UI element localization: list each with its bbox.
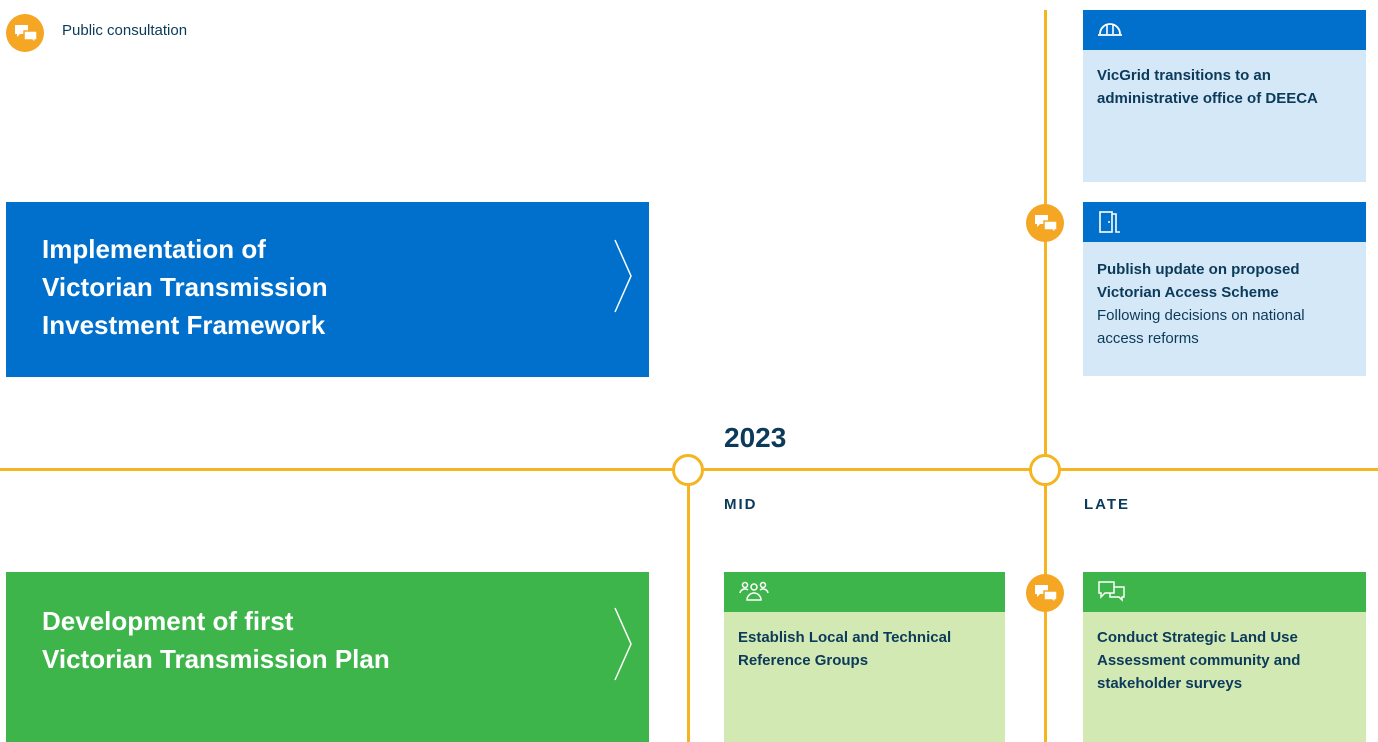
period-mid-label: MID: [724, 496, 758, 513]
consultation-marker-icon: [1026, 204, 1064, 242]
card-vicgrid-body: VicGrid transitions to an administrative…: [1083, 50, 1366, 182]
timeline-mid-line: [687, 468, 690, 742]
card-land-use-text: Conduct Strategic Land Use Assessment co…: [1097, 629, 1301, 692]
public-consultation-icon: [6, 14, 44, 52]
stream-title-plan: Development of first Victorian Transmiss…: [42, 606, 390, 674]
chevron-right-icon: [614, 239, 632, 313]
timeline-late-line: [1044, 10, 1047, 742]
card-land-use-header: [1083, 572, 1366, 612]
stream-banner-plan[interactable]: Development of first Victorian Transmiss…: [6, 572, 649, 742]
card-land-use-body: Conduct Strategic Land Use Assessment co…: [1083, 612, 1366, 742]
stream-banner-framework[interactable]: Implementation of Victorian Transmission…: [6, 202, 649, 377]
timeline-year: 2023: [724, 422, 787, 453]
door-icon: [1099, 211, 1120, 233]
legend-label: Public consultation: [62, 22, 188, 39]
card-reference-groups-header: [724, 572, 1005, 612]
timeline-node-late: [1029, 454, 1061, 486]
chevron-right-icon: [614, 607, 632, 681]
card-access-scheme-text: Publish update on proposed Victorian Acc…: [1097, 261, 1300, 301]
stream-title-framework: Implementation of Victorian Transmission…: [42, 234, 328, 340]
period-late-label: LATE: [1084, 496, 1131, 513]
consultation-marker-icon: [1026, 574, 1064, 612]
card-vicgrid-text: VicGrid transitions to an administrative…: [1097, 67, 1318, 107]
card-vicgrid-header: [1083, 10, 1366, 50]
card-access-scheme-body: Publish update on proposed Victorian Acc…: [1083, 242, 1366, 376]
card-reference-groups-body: Establish Local and Technical Reference …: [724, 612, 1005, 742]
timeline-node-mid: [672, 454, 704, 486]
card-reference-groups-text: Establish Local and Technical Reference …: [738, 629, 952, 669]
card-access-scheme-header: [1083, 202, 1366, 242]
card-access-scheme-subtext: Following decisions on national access r…: [1097, 307, 1305, 347]
people-group-icon: [739, 581, 769, 601]
hard-hat-icon: [1098, 23, 1122, 36]
speech-bubbles-outline-icon: [1098, 581, 1125, 602]
